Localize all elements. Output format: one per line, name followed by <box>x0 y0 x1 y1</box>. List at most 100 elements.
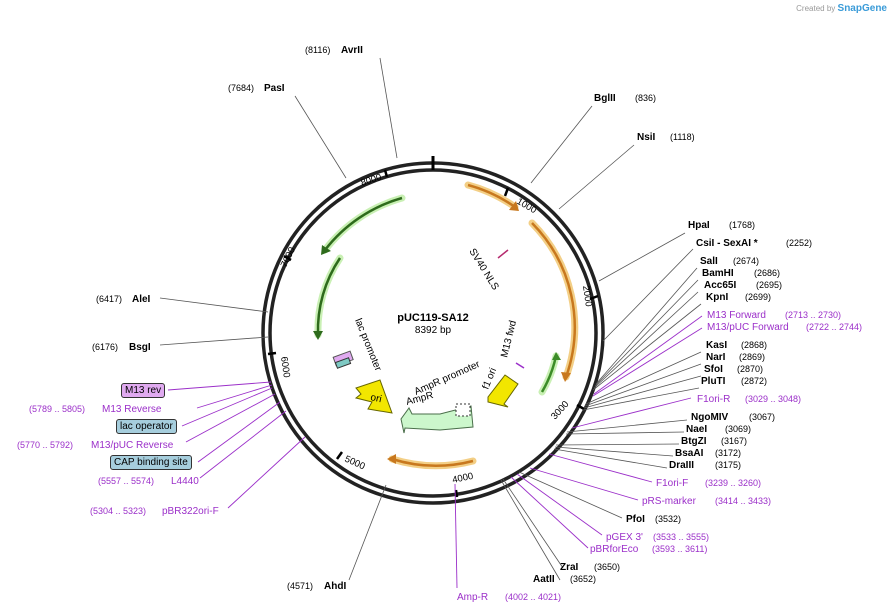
primer-connector-m13-reverse <box>196 384 273 409</box>
primer-connector-l4440 <box>199 410 287 479</box>
primer-name-pbrforeco: pBRforEco <box>590 544 639 555</box>
connector-bsaai <box>554 446 674 457</box>
primer-connector-amp-r <box>454 483 458 589</box>
connector-sfoi <box>583 375 702 409</box>
tick-mark-3000 <box>576 403 585 411</box>
connector-alei <box>159 297 269 313</box>
site-name-zrai: ZraI <box>560 562 579 573</box>
site-pos-ahdi: (4571) <box>287 581 313 591</box>
tick-label-8000: 8000 <box>360 172 384 189</box>
connector-kasi <box>585 351 702 405</box>
plasmid-size: 8392 bp <box>415 325 452 336</box>
primer-connector-m13-forward <box>593 315 703 395</box>
site-pos-nari: (2869) <box>739 352 765 362</box>
site-pos-bglii: (836) <box>635 93 656 103</box>
primer-labels: M13 Forward (2713 .. 2730) M13/pUC Forwa… <box>17 310 862 603</box>
site-name-alei: AleI <box>132 294 151 305</box>
connector-lac-operator-box <box>181 387 273 427</box>
orange-feature-arc-4 <box>391 457 474 467</box>
tick-mark-6000 <box>267 351 277 356</box>
site-pos-bamhi: (2686) <box>754 268 780 278</box>
label-cap-binding-site: CAP binding site <box>110 455 192 470</box>
site-pos-bsgi: (6176) <box>92 342 118 352</box>
m13-fwd-marker <box>515 362 525 369</box>
connector-bsgi <box>159 336 269 346</box>
site-name-kpni: KpnI <box>706 292 728 303</box>
primer-connector-prs-marker <box>529 467 639 501</box>
tick-mark-4000 <box>454 489 459 498</box>
orange-feature-arc-1 <box>467 183 516 209</box>
feature-label-ori: ori <box>369 392 382 405</box>
connector-acc65i <box>593 291 699 389</box>
orange-feature-arc-2 <box>531 222 576 378</box>
site-name-sfoi: SfoI <box>704 364 723 375</box>
ori-arrow <box>354 379 393 414</box>
primer-pos-f1ori-f: (3239 .. 3260) <box>705 478 761 488</box>
site-name-kasi: KasI <box>706 340 727 351</box>
tick-mark-8000 <box>383 169 389 178</box>
site-name-bamhi: BamHI <box>702 268 734 279</box>
green-feature-arc-5 <box>324 196 403 251</box>
connector-zrai <box>502 478 564 569</box>
connector-ahdi <box>348 484 387 581</box>
tick-mark-7000 <box>283 254 292 262</box>
primer-connector-m13-puc-reverse <box>185 393 276 443</box>
site-name-pluti: PluTI <box>701 376 726 387</box>
site-name-ngomiv: NgoMIV <box>691 412 729 423</box>
site-name-aatii: AatII <box>533 574 555 585</box>
primer-pos-pgex3: (3533 .. 3555) <box>653 532 709 542</box>
primer-connector-f1ori-f <box>548 453 653 483</box>
connector-nari <box>584 363 702 407</box>
feature-label-m13-fwd: M13 fwd <box>499 319 519 358</box>
green-feature-arrowhead-6 <box>313 331 323 340</box>
primer-connector-m13-puc-forward <box>592 327 703 397</box>
site-pos-zrai: (3650) <box>594 562 620 572</box>
site-name-pasi: PasI <box>264 83 285 94</box>
site-pos-kpni: (2699) <box>745 292 771 302</box>
site-pos-sali: (2674) <box>733 256 759 266</box>
site-pos-pfoi: (3532) <box>655 514 681 524</box>
connector-hpai <box>598 232 686 282</box>
site-pos-pasi: (7684) <box>228 83 254 93</box>
primer-connector-pbr322ori-f <box>227 436 306 509</box>
site-name-pfoi: PfoI <box>626 514 645 525</box>
connector-naei <box>565 431 685 435</box>
site-pos-sfoi: (2870) <box>737 364 763 374</box>
site-pos-ngomiv: (3067) <box>749 412 775 422</box>
site-name-draiii: DraIII <box>669 460 694 471</box>
ampr-promoter-box <box>455 403 471 417</box>
site-name-hpai: HpaI <box>688 220 710 231</box>
connector-sali <box>595 267 698 385</box>
connector-cap-site-box <box>197 401 281 463</box>
site-pos-acc65i: (2695) <box>756 280 782 290</box>
site-pos-csii-sexai: (2252) <box>786 238 812 248</box>
site-name-nsii: NsiI <box>637 132 656 143</box>
connector-avrii <box>379 57 398 159</box>
feature-arcs <box>313 181 579 470</box>
tick-label-2000: 2000 <box>580 285 594 307</box>
lac-operator-marker <box>334 357 352 369</box>
connector-kpni <box>592 303 702 391</box>
sv40-nls-marker <box>497 249 509 259</box>
primer-pos-pbr322ori-f: (5304 .. 5323) <box>90 506 146 516</box>
connector-btgzi <box>555 443 680 446</box>
site-pos-aatii: (3652) <box>570 574 596 584</box>
tick-label-3000: 3000 <box>549 399 571 422</box>
primer-name-f1ori-f: F1ori-F <box>656 478 688 489</box>
site-name-sali: SalI <box>700 256 718 267</box>
primer-name-f1ori-r: F1ori-R <box>697 394 730 405</box>
site-name-acc65i: Acc65I <box>704 280 736 291</box>
label-lac-operator: lac operator <box>116 419 177 434</box>
primer-name-l4440: L4440 <box>171 476 199 487</box>
tick-label-4000: 4000 <box>451 471 474 486</box>
primer-name-m13-puc-forward: M13/pUC Forward <box>707 322 789 333</box>
site-pos-bsaai: (3172) <box>715 448 741 458</box>
connector-aatii <box>500 479 561 581</box>
site-pos-nsii: (1118) <box>670 132 695 142</box>
primer-connector-pgex3 <box>516 473 603 536</box>
primer-pos-m13-puc-forward: (2722 .. 2744) <box>806 322 862 332</box>
site-name-avrii: AvrII <box>341 45 363 56</box>
green-feature-arc-6 <box>316 257 342 336</box>
connector-bglii <box>530 105 593 184</box>
